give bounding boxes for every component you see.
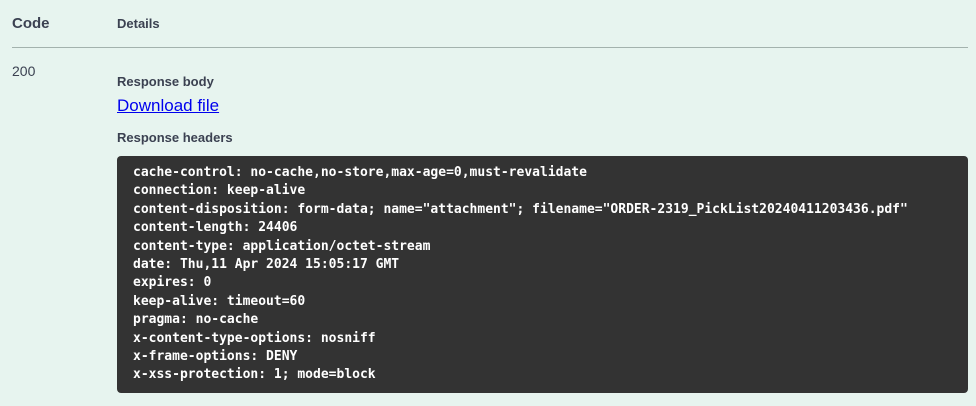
responses-table-header: Code Details <box>12 0 968 48</box>
response-header-line: expires: 0 <box>133 275 212 291</box>
response-header-line: content-type: application/octet-stream <box>133 238 431 254</box>
response-header-line: x-content-type-options: nosniff <box>133 330 376 346</box>
col-header-details: Details <box>117 16 160 31</box>
response-header-line: cache-control: no-cache,no-store,max-age… <box>133 165 587 180</box>
col-header-code: Code <box>12 15 50 32</box>
response-row-200: 200 Response body Download file Response… <box>12 48 968 393</box>
download-file-link[interactable]: Download file <box>117 96 220 115</box>
response-header-line: x-xss-protection: 1; mode=block <box>133 367 376 383</box>
response-header-line: connection: keep-alive <box>133 183 306 199</box>
response-headers-block: cache-control: no-cache,no-store,max-age… <box>117 156 968 393</box>
responses-table: Code Details 200 Response body Download … <box>12 0 968 393</box>
response-header-line: content-disposition: form-data; name="at… <box>133 201 908 217</box>
response-header-line: date: Thu,11 Apr 2024 15:05:17 GMT <box>133 257 400 273</box>
response-body-label: Response body <box>117 74 214 89</box>
response-details: Response body Download file Response hea… <box>117 61 968 393</box>
response-headers-label: Response headers <box>117 130 233 145</box>
status-code: 200 <box>12 63 36 79</box>
response-header-line: pragma: no-cache <box>133 312 259 328</box>
response-header-line: content-length: 24406 <box>133 220 298 236</box>
response-header-line: x-frame-options: DENY <box>133 349 298 365</box>
response-header-line: keep-alive: timeout=60 <box>133 293 306 309</box>
